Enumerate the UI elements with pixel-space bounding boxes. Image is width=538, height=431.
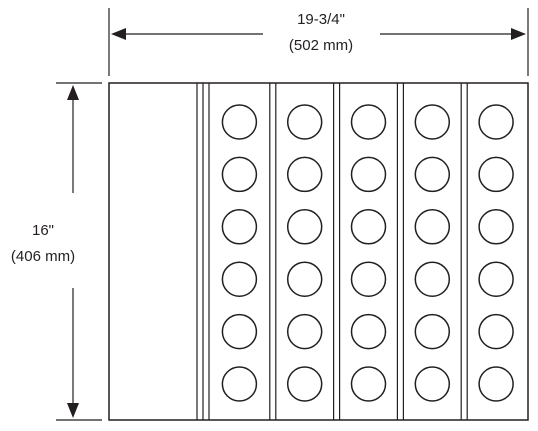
hole-circle [221, 104, 258, 140]
hole-circle [286, 104, 323, 140]
width-metric-label: (502 mm) [289, 37, 353, 54]
hole-circle [478, 366, 514, 402]
width-imperial-label: 19-3/4" [297, 11, 345, 28]
hole-circle [414, 209, 451, 245]
hole-circle [350, 313, 387, 350]
hole-circle [414, 261, 451, 297]
panel-outline [108, 82, 529, 421]
hole-circle [414, 366, 451, 402]
hole-circle [350, 156, 387, 193]
hole-circle [221, 366, 258, 402]
hole-circle [286, 156, 323, 193]
height-imperial-label: 16" [32, 222, 54, 239]
hole-circle [221, 209, 258, 245]
hole-circle [478, 104, 514, 140]
hole-circle [286, 366, 323, 402]
height-metric-label: (406 mm) [11, 248, 75, 265]
width-arrow-right-icon [511, 28, 526, 40]
hole-columns [221, 83, 514, 420]
hole-circle [286, 209, 323, 245]
hole-circle [414, 104, 451, 140]
hole-circle [286, 313, 323, 350]
height-arrow-up-icon [67, 85, 79, 100]
hole-circle [478, 261, 514, 297]
height-arrow-down-icon [67, 403, 79, 418]
hole-circle [478, 313, 514, 350]
hole-circle [414, 313, 451, 350]
hole-circle [221, 261, 258, 297]
hole-circle [478, 156, 514, 193]
hole-circle [221, 156, 258, 193]
width-arrow-left-icon [111, 28, 126, 40]
hole-circle [221, 313, 258, 350]
hole-circle [350, 209, 387, 245]
hole-circle [350, 104, 387, 140]
hole-circle [478, 209, 514, 245]
hole-circle [414, 156, 451, 193]
hole-circle [350, 261, 387, 297]
hole-circle [350, 366, 387, 402]
hole-circle [286, 261, 323, 297]
